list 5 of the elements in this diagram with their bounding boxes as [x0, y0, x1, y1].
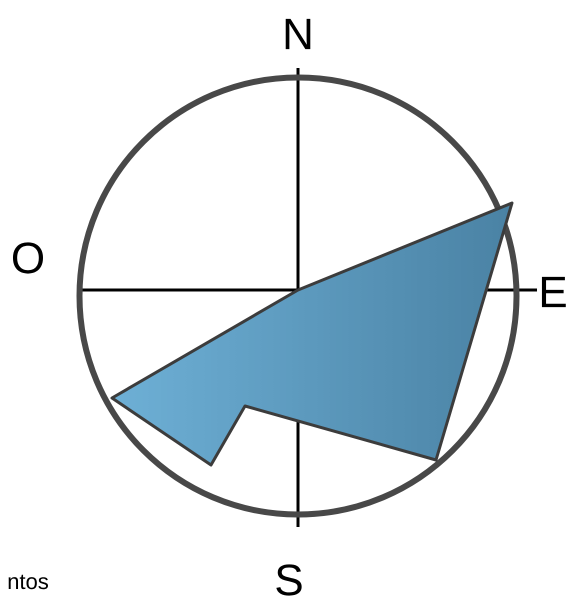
direction-label: O [12, 242, 43, 274]
direction-label: N [286, 18, 310, 50]
direction-label: E [542, 276, 566, 308]
direction-label: S [276, 564, 302, 596]
direction-label: ntos [8, 574, 48, 590]
